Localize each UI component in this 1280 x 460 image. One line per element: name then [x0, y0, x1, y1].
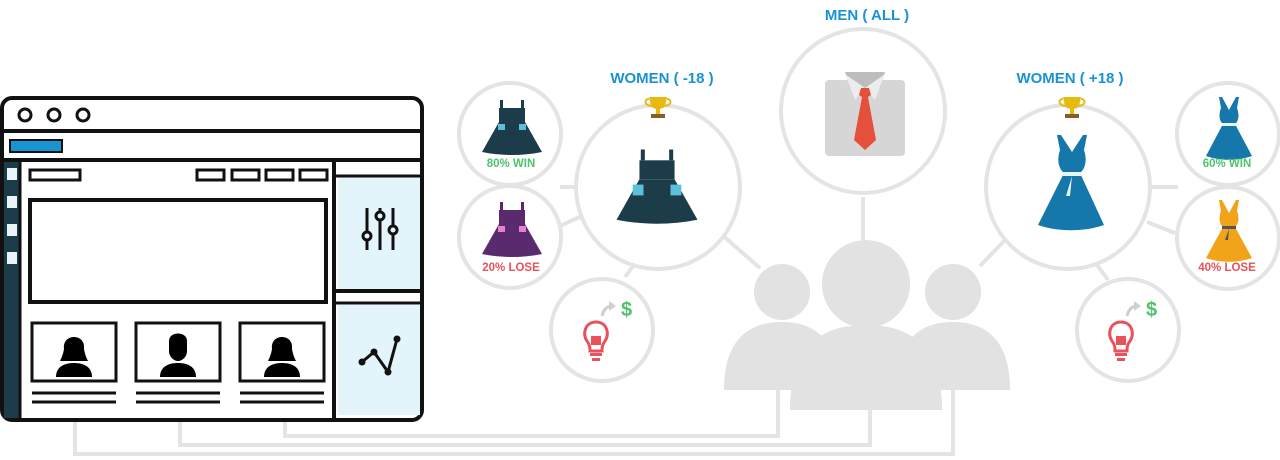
pinafore-large-icon — [616, 149, 698, 224]
profile-card — [30, 321, 118, 404]
hero-banner — [28, 198, 328, 304]
segment-title-women-over-18: WOMEN ( +18 ) — [1016, 70, 1124, 87]
variant-lose-label: 20% LOSE — [482, 262, 540, 274]
segment-title-women-under-18: WOMEN ( -18 ) — [610, 70, 714, 87]
variant-lose-label: 40% LOSE — [1198, 262, 1256, 274]
sliders-icon — [361, 208, 399, 250]
window-dot-icon — [17, 107, 33, 123]
variant-win-label: 80% WIN — [486, 158, 536, 170]
profile-card — [134, 321, 222, 404]
shirt-tie-icon — [825, 72, 905, 156]
idea-revenue-icon: $ — [583, 299, 632, 363]
pinafore-dark-icon — [482, 100, 542, 155]
profile-card — [238, 321, 326, 404]
dollar-icon: $ — [1146, 299, 1157, 321]
dress-blue-icon — [1206, 97, 1252, 160]
audience-silhouette — [724, 240, 1010, 410]
dress-orange-icon — [1206, 200, 1252, 262]
dress-blue-large-icon — [1038, 135, 1104, 231]
window-dot-icon — [46, 107, 62, 123]
variant-win-label: 60% WIN — [1202, 158, 1252, 170]
dollar-icon: $ — [621, 299, 632, 321]
line-chart-icon — [358, 335, 401, 376]
address-bar — [9, 139, 63, 153]
window-dot-icon — [75, 107, 91, 123]
pinafore-purple-icon — [482, 202, 542, 257]
website-mockup — [0, 96, 424, 422]
segment-title-men-all: MEN ( ALL ) — [824, 7, 910, 24]
idea-revenue-icon: $ — [1108, 299, 1157, 363]
